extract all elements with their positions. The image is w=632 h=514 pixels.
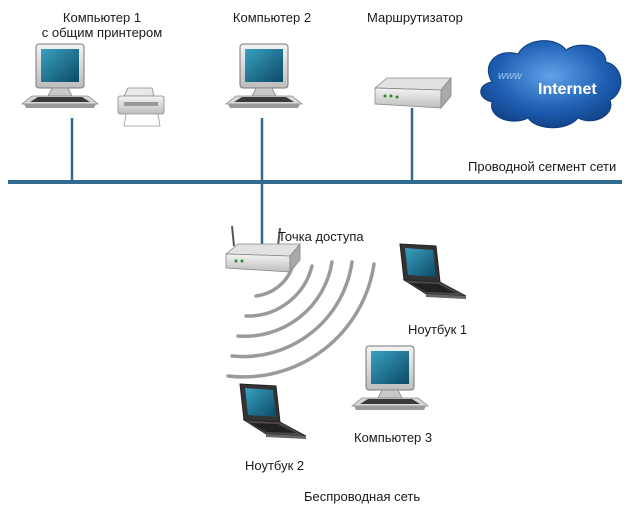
computer2-icon — [225, 43, 303, 109]
internet-cloud-icon — [480, 40, 622, 129]
cloud-www-text: www — [498, 70, 522, 82]
computer1-label-line2: с общим принтером — [41, 25, 163, 40]
printer-icon — [117, 87, 165, 127]
router-label: Маршрутизатор — [367, 10, 463, 25]
laptop1-icon — [399, 243, 467, 300]
wireless-signal-waves — [226, 260, 376, 379]
wired-segment-label: Проводной сегмент сети — [468, 159, 617, 174]
laptop2-icon — [239, 383, 307, 440]
computer1-label-line1: Компьютер 1 — [62, 10, 142, 25]
computer2-label: Компьютер 2 — [232, 10, 312, 25]
router-icon — [373, 76, 452, 110]
laptop1-label: Ноутбук 1 — [408, 322, 468, 337]
cloud-internet-text: Internet — [538, 81, 597, 98]
access-point-label: Точка доступа — [278, 229, 364, 244]
computer1-icon — [21, 43, 99, 109]
computer3-label: Компьютер 3 — [354, 430, 433, 445]
wireless-network-label: Беспроводная сеть — [304, 489, 421, 504]
laptop2-label: Ноутбук 2 — [245, 458, 305, 473]
computer3-icon — [351, 345, 429, 411]
